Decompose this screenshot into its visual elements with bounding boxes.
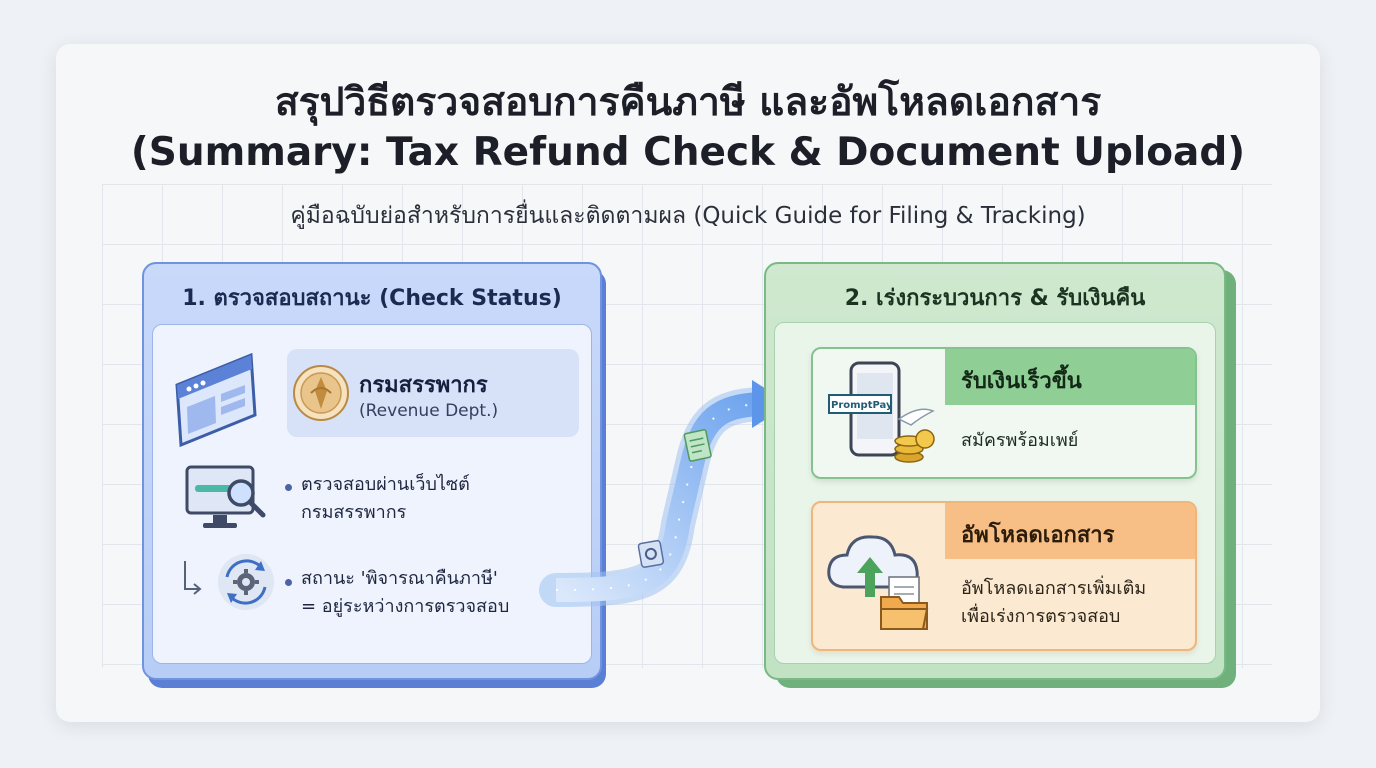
step2-heading: 2. เร่งกระบวนการ & รับเงินคืน: [844, 286, 1146, 311]
card-upload-docs-desc-line1: อัพโหลดเอกสารเพิ่มเติม: [961, 578, 1147, 599]
revenue-dept-seal-icon: [293, 365, 349, 421]
bullet-check-website-line1: ตรวจสอบผ่านเว็บไซต์: [301, 474, 470, 495]
revenue-dept-box: กรมสรรพากร (Revenue Dept.): [287, 349, 579, 437]
step2-panel: 2. เร่งกระบวนการ & รับเงินคืน รับเงินเร็…: [764, 262, 1226, 680]
step1-panel: 1. ตรวจสอบสถานะ (Check Status) กรมสรรพาก…: [142, 262, 602, 680]
revenue-dept-name: กรมสรรพากร: [359, 373, 488, 398]
bullet-check-website: ตรวจสอบผ่านเว็บไซต์ กรมสรรพากร: [301, 471, 470, 527]
card-faster-refund-title: รับเงินเร็วขึ้น: [961, 369, 1082, 394]
promptpay-logo-text: PromptPay: [831, 400, 893, 411]
title-line-english: (Summary: Tax Refund Check & Document Up…: [130, 130, 1246, 175]
card-faster-refund-desc: สมัครพร้อมเพย์: [961, 430, 1079, 451]
bullet-dot: [285, 484, 292, 491]
title-line-thai: สรุปวิธีตรวจสอบการคืนภาษี และอัพโหลดเอกส…: [274, 80, 1102, 125]
gear-refresh-icon: [218, 554, 274, 610]
bullet-check-website-line2: กรมสรรพากร: [301, 502, 407, 523]
card-upload-docs-desc: อัพโหลดเอกสารเพิ่มเติม เพื่อเร่งการตรวจส…: [961, 575, 1146, 631]
step2-content: รับเงินเร็วขึ้น สมัครพร้อมเพย์ PromptPay…: [774, 322, 1216, 664]
bullet-status: สถานะ 'พิจารณาคืนภาษี' = อยู่ระหว่างการต…: [301, 565, 509, 621]
bullet-status-line1: สถานะ 'พิจารณาคืนภาษี': [301, 568, 498, 589]
bullet-dot: [285, 579, 292, 586]
page-subtitle: คู่มือฉบับย่อสำหรับการยื่นและติดตามผล (Q…: [290, 203, 1086, 229]
card-upload-docs-title: อัพโหลดเอกสาร: [961, 523, 1115, 548]
card-upload-docs: อัพโหลดเอกสาร อัพโหลดเอกสารเพิ่มเติม เพื…: [811, 501, 1197, 651]
monitor-search-icon: [185, 465, 266, 528]
card-faster-refund-tab: [945, 349, 1195, 405]
browser-window-icon: [175, 352, 257, 448]
summary-card: สรุปวิธีตรวจสอบการคืนภาษี และอัพโหลดเอกส…: [56, 44, 1320, 722]
bullet-status-line2: = อยู่ระหว่างการตรวจสอบ: [301, 596, 510, 617]
step1-heading: 1. ตรวจสอบสถานะ (Check Status): [182, 286, 562, 311]
arrow-corner-icon: [184, 561, 202, 595]
cloud-upload-folder-icon: [827, 535, 929, 630]
card-upload-docs-tab: [945, 503, 1195, 559]
card-faster-refund: รับเงินเร็วขึ้น สมัครพร้อมเพย์ PromptPay: [811, 347, 1197, 479]
card-upload-docs-desc-line2: เพื่อเร่งการตรวจสอบ: [961, 606, 1121, 627]
phone-promptpay-coins-icon: PromptPay: [828, 361, 935, 463]
page-title: สรุปวิธีตรวจสอบการคืนภาษี และอัพโหลดเอกส…: [56, 78, 1320, 178]
revenue-dept-name-en: (Revenue Dept.): [359, 401, 499, 421]
step1-content: กรมสรรพากร (Revenue Dept.) ตรวจสอบผ่านเว…: [152, 324, 592, 664]
